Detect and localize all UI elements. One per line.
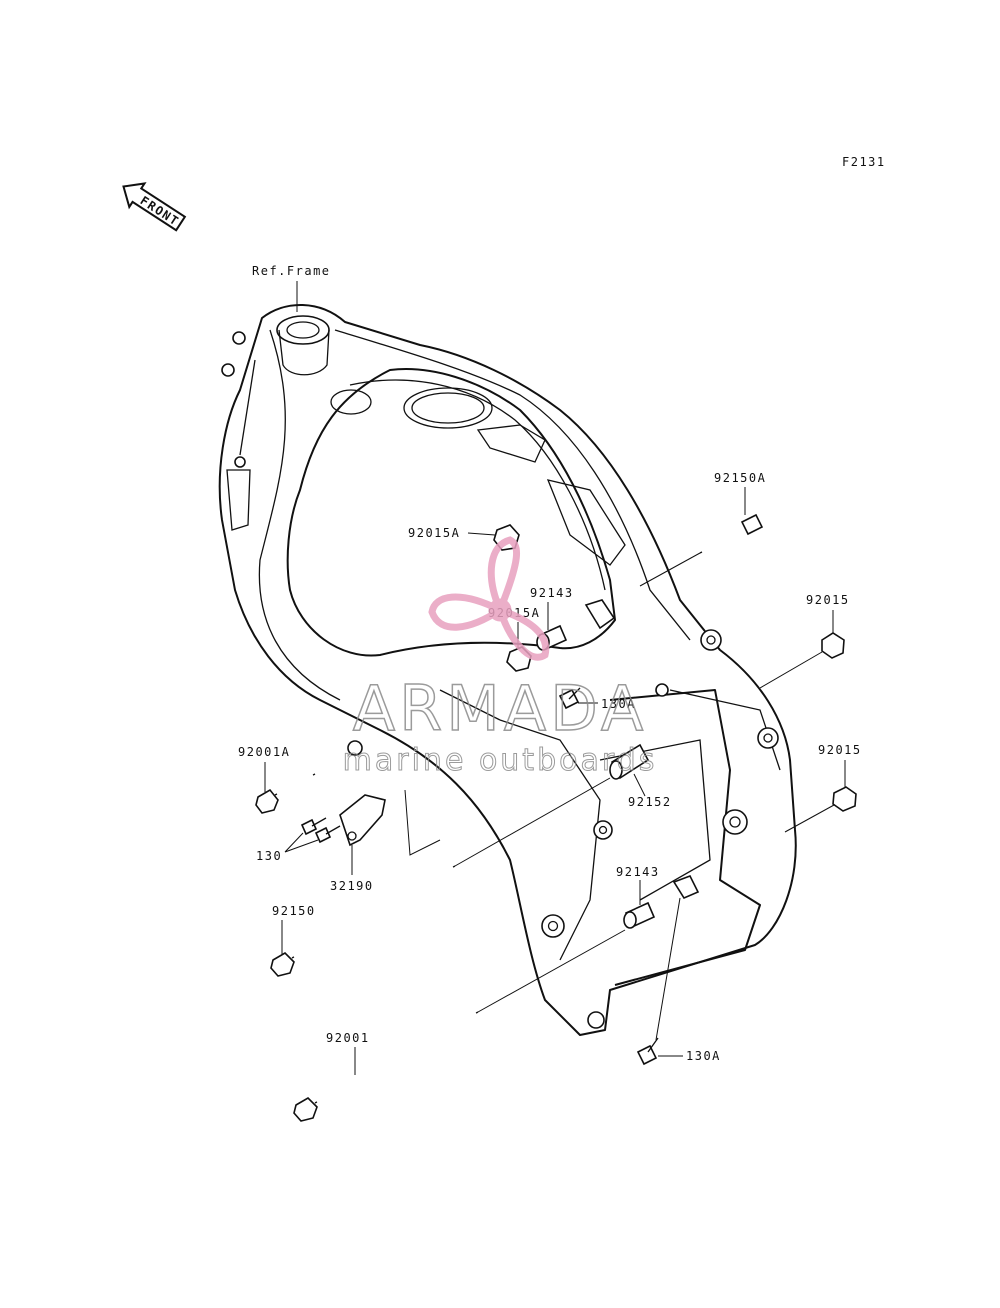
bolts-130 xyxy=(300,817,341,844)
part-label-92015-lower: 92015 xyxy=(818,743,862,757)
part-label-92001: 92001 xyxy=(326,1031,370,1045)
part-label-32190: 32190 xyxy=(330,879,374,893)
part-label-92001A: 92001A xyxy=(238,745,290,759)
axis-line-92015-upper xyxy=(759,651,823,689)
part-label-92143-low: 92143 xyxy=(616,865,660,879)
part-label-130: 130 xyxy=(256,849,282,863)
reference-frame-label: Ref.Frame xyxy=(252,264,331,278)
axis-line-92015-lower xyxy=(784,804,835,833)
leader-32190-alignment xyxy=(404,789,441,856)
part-label-92152: 92152 xyxy=(628,795,672,809)
watermark-logo: ARMADA marine outboards xyxy=(342,536,658,779)
propeller-icon xyxy=(428,536,550,661)
part-label-92015A-top: 92015A xyxy=(408,526,460,540)
nut-92015-lower-right xyxy=(832,786,857,812)
collar-92143-low xyxy=(623,874,700,929)
bolt-92001 xyxy=(293,929,626,1122)
leader-92015A-top xyxy=(467,532,496,536)
spacer-92152 xyxy=(609,743,650,780)
part-label-130A-low: 130A xyxy=(686,1049,721,1063)
bolt-92150A xyxy=(639,513,764,587)
watermark-tagline: marine outboards xyxy=(343,743,658,778)
nut-92015-upper-right xyxy=(821,632,845,659)
part-label-130A-mid: 130A xyxy=(601,697,636,711)
bolt-130A-low xyxy=(636,897,681,1066)
watermark-brand: ARMADA xyxy=(353,672,647,745)
part-label-92150: 92150 xyxy=(272,904,316,918)
bolt-130A-mid xyxy=(558,687,581,710)
bolt-92150 xyxy=(270,777,611,977)
bracket-32190 xyxy=(339,794,386,847)
bracket-upper xyxy=(584,599,616,630)
bolt-92001A xyxy=(255,773,316,814)
leader-92152 xyxy=(633,773,646,797)
leader-130 xyxy=(284,832,319,853)
figure-code: F2131 xyxy=(842,155,886,169)
front-direction-arrow: FRONT xyxy=(122,182,187,232)
part-label-92150A: 92150A xyxy=(714,471,766,485)
motorcycle-frame xyxy=(218,304,797,1036)
part-label-92015-upper: 92015 xyxy=(806,593,850,607)
part-label-92143-top: 92143 xyxy=(530,586,574,600)
